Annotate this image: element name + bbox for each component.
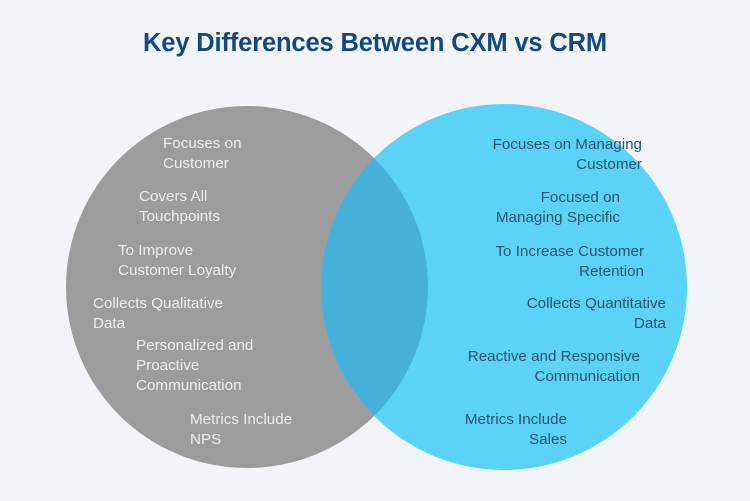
left-circle-item: Covers All Touchpoints (139, 188, 221, 226)
right-circle-item: To Increase Customer Retention (495, 243, 644, 281)
right-circle-item: Reactive and Responsive Communication (467, 348, 640, 386)
left-circle-item: To Improve Customer Loyalty (118, 242, 237, 280)
left-circle-item: Focuses on Customer (163, 135, 242, 173)
left-circle-item: Metrics Include NPS (190, 411, 293, 449)
left-circle-item: Collects Qualitative Data (93, 295, 223, 333)
right-circle-item: Focused on Managing Specific (495, 189, 620, 227)
left-circle-item: Personalized and Proactive Communication (136, 337, 254, 395)
right-circle-crm (321, 104, 687, 470)
left-circle-cxm (66, 106, 428, 468)
right-circle-item: Focuses on Managing Customer (492, 136, 642, 174)
page-title: Key Differences Between CXM vs CRM (143, 29, 607, 57)
right-circle-item: Collects Quantitative Data (526, 295, 666, 333)
right-circle-item: Metrics Include Sales (464, 411, 567, 449)
